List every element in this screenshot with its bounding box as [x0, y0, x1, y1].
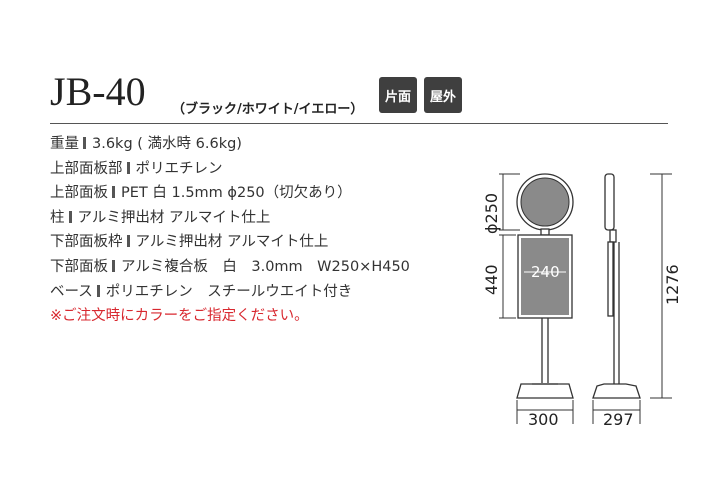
lower-panel-face [521, 238, 569, 315]
spec-value: アルミ複合板 白 3.0mm W250×H450 [121, 258, 410, 275]
color-variants: （ブラック/ホワイト/イエロー） [172, 102, 364, 117]
spec-value: ポリエチレン スチールウエイト付き [105, 283, 353, 300]
spec-separator [68, 210, 72, 223]
header-divider [50, 123, 668, 124]
spec-label: 上部面板 [50, 185, 108, 202]
spec-label: 柱 [50, 209, 65, 226]
front-view [516, 173, 574, 399]
spec-row-lower-frame: 下部面板枠アルミ押出材 アルマイト仕上 [50, 230, 410, 255]
pole-joint [540, 228, 550, 236]
dim-label-base-width: 300 [528, 410, 559, 429]
spec-value: アルミ押出材 アルマイト仕上 [135, 234, 329, 251]
side-joint [609, 229, 617, 243]
spec-row-base: ベースポリエチレン スチールウエイト付き [50, 280, 410, 305]
dimension-lines [499, 173, 672, 424]
spec-separator [83, 137, 86, 149]
spec-separator [126, 161, 130, 174]
spec-separator [96, 284, 100, 297]
spec-label: 下部面板 [50, 258, 108, 275]
dim-label-panel-height: 440 [482, 264, 501, 295]
spec-separator [112, 259, 115, 272]
badge-single-sided: 片面 [379, 77, 417, 113]
top-sign-face [520, 177, 570, 227]
spec-value: アルミ押出材 アルマイト仕上 [77, 209, 271, 226]
spec-value: 3.6kg ( 満水時 6.6kg) [92, 136, 242, 152]
order-note: ※ご注文時にカラーをご指定ください。 [50, 308, 309, 325]
side-lower-panel [607, 241, 614, 317]
model-title: JB-40 [50, 69, 146, 114]
dim-label-top-diameter: ϕ250 [482, 193, 501, 234]
spec-row-upper-panel-part: 上部面板部ポリエチレン [50, 157, 410, 182]
spec-label: 上部面板部 [50, 160, 123, 177]
spec-value: PET 白 1.5mm ϕ250（切欠あり） [121, 185, 352, 202]
spec-list: 重量 3.6kg ( 満水時 6.6kg) 上部面板部ポリエチレン 上部面板 PET… [50, 132, 410, 329]
spec-row-upper-panel: 上部面板 PET 白 1.5mm ϕ250（切欠あり） [50, 181, 410, 206]
spec-label: 重量 [50, 136, 79, 152]
spec-value: ポリエチレン [135, 160, 223, 177]
side-top-sign [604, 173, 615, 231]
badge-outdoor: 屋外 [424, 77, 462, 113]
dim-label-base-depth: 297 [603, 410, 634, 429]
spec-row-pole: 柱アルミ押出材 アルマイト仕上 [50, 206, 410, 231]
spec-separator [126, 235, 130, 248]
spec-label: 下部面板枠 [50, 234, 123, 251]
base-shape [516, 383, 574, 399]
dim-label-panel-width: 240 [531, 263, 560, 281]
side-base-shape [592, 383, 641, 399]
spec-row-weight: 重量 3.6kg ( 満水時 6.6kg) [50, 132, 410, 157]
spec-row-lower-panel: 下部面板アルミ複合板 白 3.0mm W250×H450 [50, 255, 410, 280]
side-view [592, 173, 641, 399]
spec-separator [112, 186, 115, 199]
spec-label: ベース [50, 283, 93, 300]
dim-label-total-height: 1276 [663, 264, 682, 305]
